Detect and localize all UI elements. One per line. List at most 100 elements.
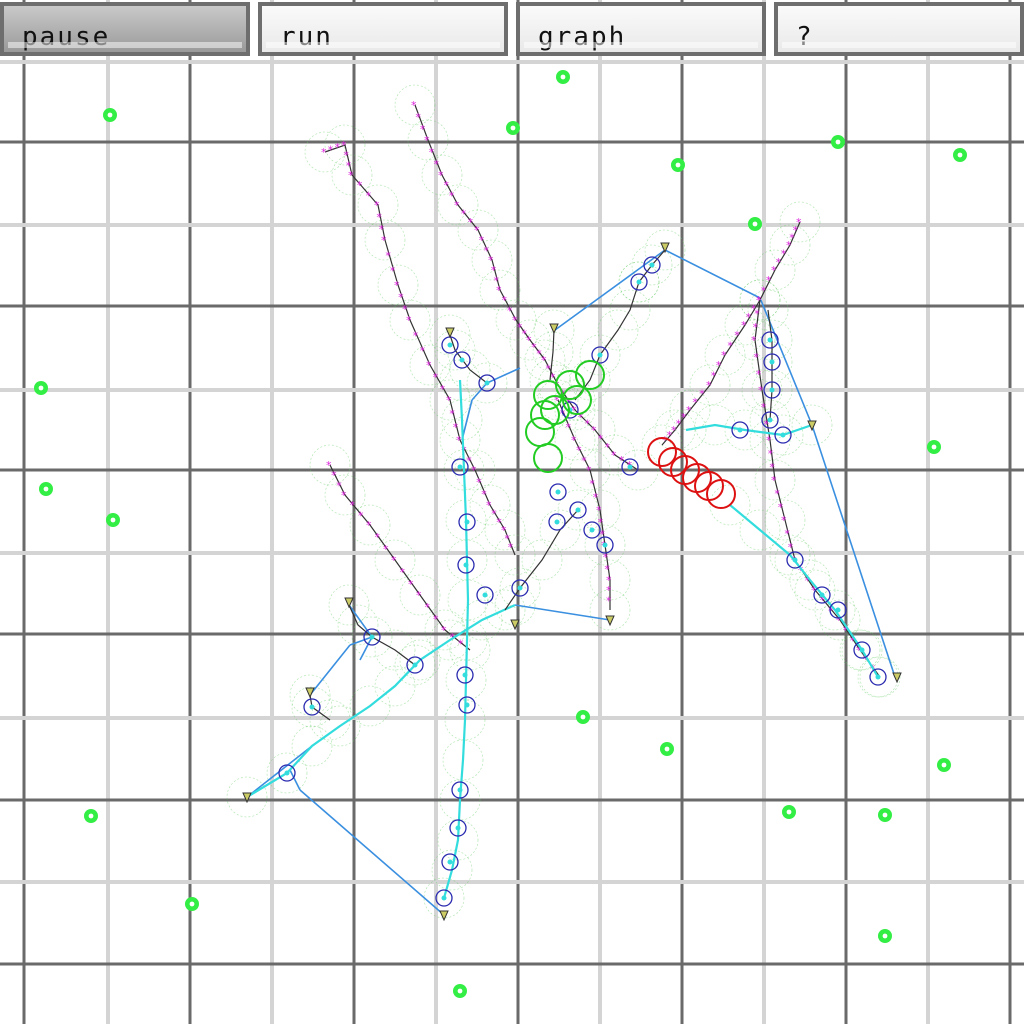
sensor-halo [724, 304, 766, 346]
red-ring [706, 479, 736, 509]
trail-bead: * [376, 211, 382, 224]
sensor-halo [399, 639, 441, 681]
sensor-halo [423, 877, 465, 919]
sensor-halo [569, 449, 611, 491]
sensor-halo [484, 509, 526, 551]
trail-bead: * [751, 303, 757, 316]
food-pellet-core [882, 812, 888, 818]
creature-node [458, 513, 476, 531]
trail-bead: * [426, 359, 432, 372]
link-line [461, 399, 473, 441]
creature-node [549, 483, 567, 501]
trail-line [246, 603, 516, 798]
trail-bead: * [381, 234, 387, 247]
trail-bead: * [420, 345, 426, 358]
sensor-halo [469, 484, 511, 526]
trail-bead: * [753, 321, 759, 334]
trail-bead: * [581, 454, 587, 467]
trail-bead: * [686, 404, 692, 417]
creature-node-core [441, 895, 447, 901]
trail-bead: * [461, 208, 467, 221]
sensor-halo [328, 584, 370, 626]
trail-bead: * [596, 504, 602, 517]
red-ring [647, 437, 677, 467]
help-button-label: ? [796, 22, 814, 52]
creature-node [456, 666, 474, 684]
food-pellet-core [752, 221, 758, 227]
creature-node [763, 381, 781, 399]
sensor-halo [407, 119, 449, 161]
sensor-halo [479, 269, 521, 311]
trail-bead: * [756, 294, 762, 307]
trail-line [504, 509, 579, 611]
sensor-halo [529, 359, 571, 401]
run-button[interactable]: run [258, 2, 508, 56]
trail-bead: * [336, 479, 342, 492]
trail-bead: * [346, 159, 352, 172]
trail-bead: * [321, 146, 327, 159]
trail-bead: * [811, 584, 817, 597]
trail-bead: * [507, 304, 513, 317]
sensor-halo [754, 459, 796, 501]
trail-line [661, 221, 801, 446]
creature-node [441, 853, 459, 871]
creature-node-core [482, 592, 488, 598]
creature-node-core [457, 787, 463, 793]
trail-bead: * [385, 249, 391, 262]
sensor-halo [769, 224, 811, 266]
sensor-halo [431, 849, 473, 891]
run-button-label: run [280, 22, 333, 52]
trail-bead: * [671, 424, 677, 437]
food-pellet-core [675, 162, 681, 168]
trail-bead: * [488, 254, 494, 267]
creature-node [583, 521, 601, 539]
trail-bead: * [341, 139, 347, 152]
food-pellet-core [107, 112, 113, 118]
trail-bead: * [456, 434, 462, 447]
food-pellet-core [664, 746, 670, 752]
trail-bead: * [550, 371, 556, 384]
food-pellet-core [38, 385, 44, 391]
creature-node [813, 586, 831, 604]
sensor-halo [537, 364, 579, 406]
sensor-halo [349, 685, 391, 727]
trail-bead: * [681, 411, 687, 424]
creature-node-core [597, 352, 603, 358]
sensor-halo [618, 261, 660, 303]
creature-node-core [484, 380, 490, 386]
trail-bead: * [756, 294, 762, 307]
sensor-halo [537, 379, 579, 421]
pause-button[interactable]: pause [0, 2, 250, 56]
trail-bead: * [522, 328, 528, 341]
food-pellet-core [882, 933, 888, 939]
graph-button[interactable]: graph [516, 2, 766, 56]
trail-bead: * [466, 454, 472, 467]
trail-bead: * [416, 589, 422, 602]
food-pellet-core [786, 809, 792, 815]
sensor-halo [439, 779, 481, 821]
trail-bead: * [591, 424, 597, 437]
sensor-halo [819, 599, 861, 641]
sensor-halo [789, 559, 831, 601]
creature-node-core [769, 359, 775, 365]
trail-bead: * [753, 351, 759, 364]
trail-bead: * [454, 199, 460, 212]
creature-node-core [412, 662, 418, 668]
trail-bead: * [328, 144, 334, 157]
food-pellet-core [110, 517, 116, 523]
sensor-halo [399, 574, 441, 616]
sensor-halo [764, 499, 806, 541]
creature-node-core [462, 672, 468, 678]
creature-nodes [242, 242, 902, 922]
sensor-halo [584, 524, 626, 566]
sensor-halo [749, 399, 791, 441]
head-marker [807, 420, 817, 432]
trail-bead: * [496, 516, 502, 529]
sensor-halo [324, 124, 366, 166]
trail-bead: * [611, 449, 617, 462]
help-button[interactable]: ? [774, 2, 1024, 56]
sensor-halo [521, 539, 563, 581]
trail-bead: * [383, 543, 389, 556]
trail-bead: * [545, 363, 551, 376]
